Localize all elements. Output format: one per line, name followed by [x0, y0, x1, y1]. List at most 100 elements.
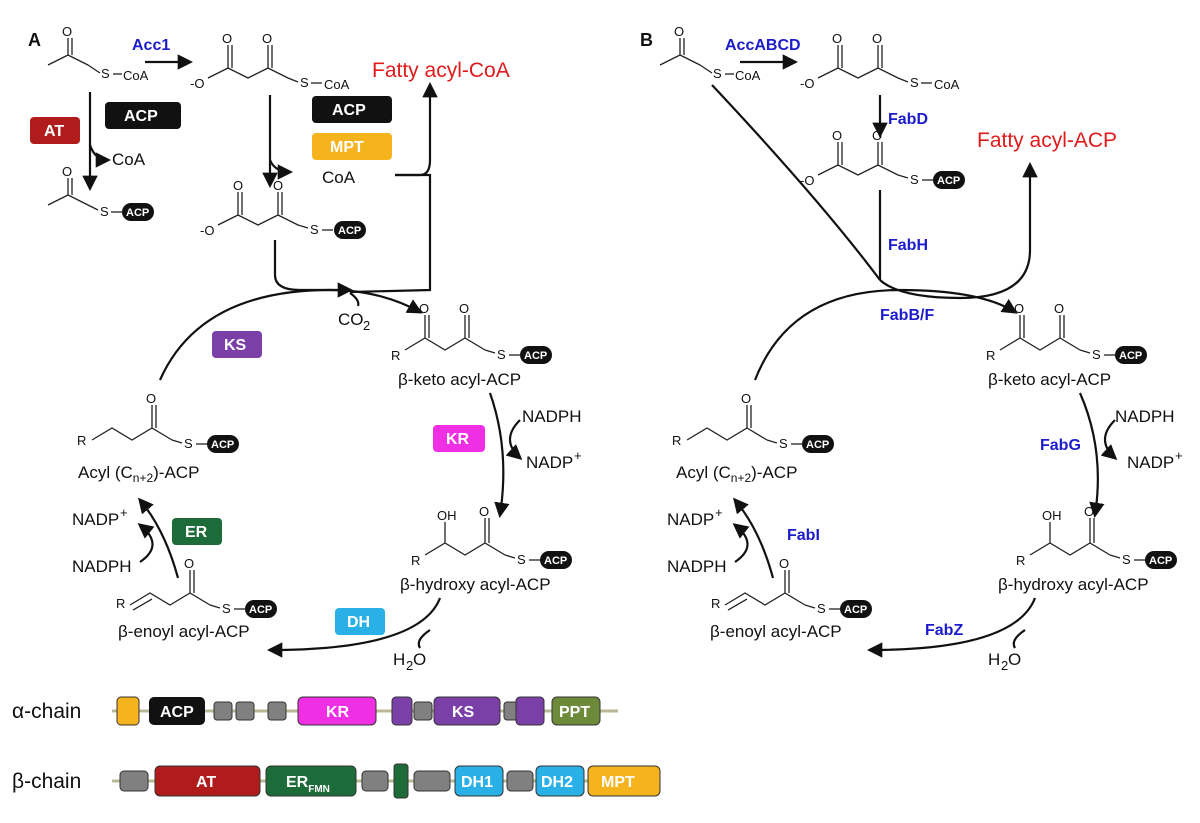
svg-text:S: S	[817, 601, 826, 616]
svg-text:O: O	[233, 178, 243, 193]
beta-mpt-domain	[587, 765, 661, 797]
svg-text:+: +	[715, 505, 723, 520]
svg-text:2: 2	[406, 658, 413, 673]
beta-enoyl-label-a: β-enoyl acyl-ACP	[118, 622, 250, 641]
svg-text:ACP: ACP	[1149, 555, 1172, 567]
svg-text:2: 2	[1001, 658, 1008, 673]
beta-keto-structure-a: O O R S ACP	[391, 301, 552, 364]
svg-text:NADP: NADP	[1127, 453, 1174, 472]
svg-text:O: O	[832, 31, 842, 46]
svg-text:O: O	[62, 164, 72, 179]
svg-text:R: R	[711, 596, 720, 611]
svg-text:O: O	[1084, 504, 1094, 519]
beta-er-domain	[265, 765, 357, 797]
svg-text:O: O	[184, 556, 194, 571]
malonyl-coa-structure: O O -O S CoA	[190, 31, 350, 92]
svg-text:CoA: CoA	[324, 77, 350, 92]
svg-text:O: O	[1008, 650, 1021, 669]
svg-text:-O: -O	[190, 76, 204, 91]
enzyme-fabh: FabH	[888, 237, 928, 254]
beta-hydroxy-structure-a: OH O R S ACP	[411, 504, 572, 569]
svg-text:NADP: NADP	[667, 510, 714, 529]
acp-box-left	[105, 102, 181, 129]
svg-text:S: S	[100, 204, 109, 219]
svg-text:R: R	[77, 433, 86, 448]
svg-text:CoA: CoA	[112, 150, 146, 169]
svg-text:NADPH: NADPH	[522, 407, 582, 426]
acyl-label-a: Acyl (Cn+2)-ACP	[78, 463, 199, 485]
ks-box	[212, 331, 262, 358]
kr-box	[433, 425, 485, 452]
svg-text:NADPH: NADPH	[667, 557, 727, 576]
svg-text:O: O	[273, 178, 283, 193]
svg-text:S: S	[779, 436, 788, 451]
svg-text:KS: KS	[452, 704, 475, 721]
beta-keto-structure-b: O O R S ACP	[986, 301, 1147, 364]
svg-text:S: S	[713, 66, 722, 81]
svg-text:ACP: ACP	[249, 604, 272, 616]
acyl-acp-structure-a: O R S ACP	[77, 391, 239, 453]
svg-text:S: S	[101, 66, 110, 81]
svg-text:R: R	[116, 596, 125, 611]
alpha-acp-domain	[149, 697, 205, 725]
alpha-ppt-domain	[551, 696, 601, 726]
svg-text:ACP: ACP	[1119, 350, 1142, 362]
svg-text:O: O	[779, 556, 789, 571]
enzyme-accabcd: AccABCD	[725, 37, 801, 54]
svg-text:DH: DH	[347, 614, 370, 631]
svg-text:S: S	[1092, 347, 1101, 362]
svg-text:S: S	[910, 75, 919, 90]
malonyl-acp-structure-b: O O -O S ACP	[800, 128, 965, 189]
svg-text:H: H	[393, 650, 405, 669]
svg-text:OH: OH	[1042, 508, 1062, 523]
svg-text:O: O	[872, 31, 882, 46]
svg-text:O: O	[419, 301, 429, 316]
beta-dh1-domain	[454, 765, 504, 797]
svg-text:ACP: ACP	[160, 704, 194, 721]
beta-enoyl-structure-a: O R S ACP	[116, 556, 277, 618]
svg-text:KS: KS	[224, 337, 247, 354]
svg-text:+: +	[574, 448, 582, 463]
svg-text:KR: KR	[446, 431, 470, 448]
svg-text:ACP: ACP	[806, 439, 829, 451]
svg-text:O: O	[62, 24, 72, 39]
svg-text:ERFMN: ERFMN	[286, 774, 330, 795]
svg-text:AT: AT	[196, 774, 216, 791]
svg-text:+: +	[1175, 448, 1183, 463]
svg-text:R: R	[1016, 553, 1025, 568]
svg-text:O: O	[872, 128, 882, 143]
svg-text:ACP: ACP	[211, 439, 234, 451]
dh-box	[335, 608, 385, 635]
svg-text:O: O	[479, 504, 489, 519]
beta-at-domain	[154, 765, 261, 797]
svg-text:O: O	[741, 391, 751, 406]
alpha-chain-label: α-chain	[12, 700, 81, 723]
svg-text:O: O	[1014, 301, 1024, 316]
svg-text:CoA: CoA	[735, 68, 761, 83]
panel-a-letter: A	[28, 30, 41, 50]
at-box	[30, 117, 80, 144]
svg-text:NADP: NADP	[526, 453, 573, 472]
enzyme-fabi: FabI	[787, 527, 820, 544]
svg-text:O: O	[674, 24, 684, 39]
acetyl-coa-structure-b: O S CoA	[659, 24, 761, 83]
svg-text:ACP: ACP	[844, 604, 867, 616]
svg-text:CoA: CoA	[934, 77, 960, 92]
panel-a: A O S CoA Acc1 O O -O S CoA Fatty acyl-C…	[28, 24, 582, 673]
beta-hydroxy-label-a: β-hydroxy acyl-ACP	[400, 575, 551, 594]
enzyme-acc1: Acc1	[132, 37, 170, 54]
panel-b-letter: B	[640, 30, 653, 50]
svg-text:S: S	[1122, 552, 1131, 567]
svg-text:OH: OH	[437, 508, 457, 523]
svg-text:O: O	[1054, 301, 1064, 316]
svg-text:ACP: ACP	[338, 225, 361, 237]
beta-keto-label-a: β-keto acyl-ACP	[398, 370, 521, 389]
beta-keto-label-b: β-keto acyl-ACP	[988, 370, 1111, 389]
svg-text:2: 2	[363, 318, 370, 333]
mpt-box-a	[312, 133, 392, 160]
svg-text:S: S	[184, 436, 193, 451]
beta-chain-label: β-chain	[12, 770, 81, 793]
beta-dh2-domain	[535, 765, 585, 797]
acyl-acp-structure-b: O R S ACP	[672, 391, 834, 453]
alpha-kr-domain	[297, 696, 377, 726]
